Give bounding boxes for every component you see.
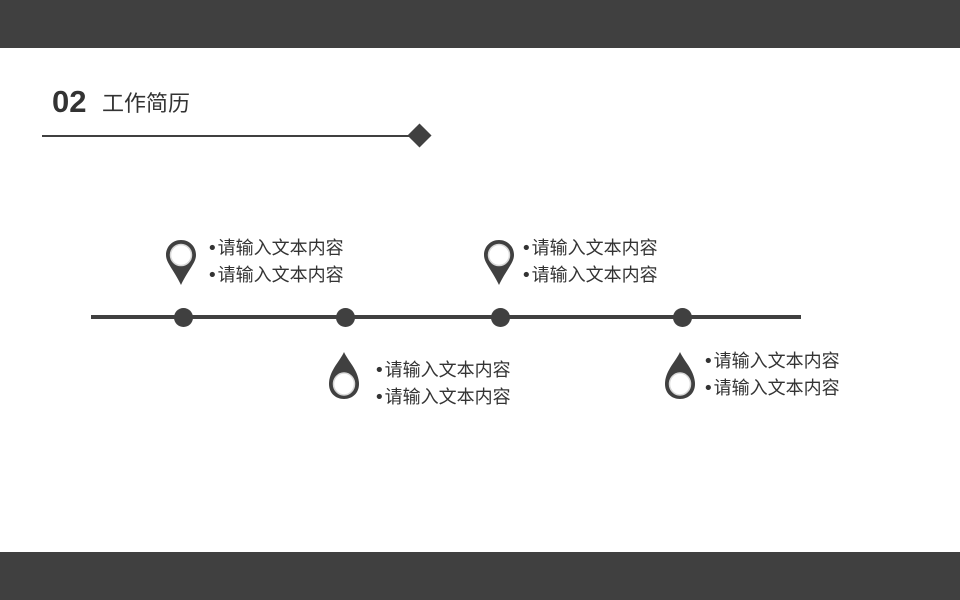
map-pin-icon — [483, 238, 515, 286]
timeline-dot — [673, 308, 692, 327]
section-number: 02 — [52, 84, 87, 119]
timeline-line — [91, 315, 801, 319]
section-title: 工作简历 — [102, 92, 191, 117]
map-pin-icon — [165, 238, 197, 286]
timeline-dot — [491, 308, 510, 327]
entry-text: •请输入文本内容 — [521, 265, 658, 286]
droplet-icon — [664, 351, 696, 401]
timeline-entry-3: •请输入文本内容 •请输入文本内容 — [521, 235, 658, 289]
droplet-icon — [328, 351, 360, 401]
entry-text: •请输入文本内容 — [703, 378, 840, 399]
entry-text: •请输入文本内容 — [521, 238, 658, 259]
timeline-entry-2: •请输入文本内容 •请输入文本内容 — [374, 357, 511, 411]
entry-text: •请输入文本内容 — [207, 238, 344, 259]
diamond-icon — [407, 123, 432, 148]
timeline-dot — [174, 308, 193, 327]
timeline-entry-4: •请输入文本内容 •请输入文本内容 — [703, 348, 840, 402]
bottom-bar — [0, 552, 960, 600]
entry-text: •请输入文本内容 — [703, 351, 840, 372]
timeline-entry-1: •请输入文本内容 •请输入文本内容 — [207, 235, 344, 289]
title-underline — [42, 135, 416, 137]
entry-text: •请输入文本内容 — [374, 360, 511, 381]
timeline-dot — [336, 308, 355, 327]
entry-text: •请输入文本内容 — [374, 387, 511, 408]
top-bar — [0, 0, 960, 48]
entry-text: •请输入文本内容 — [207, 265, 344, 286]
